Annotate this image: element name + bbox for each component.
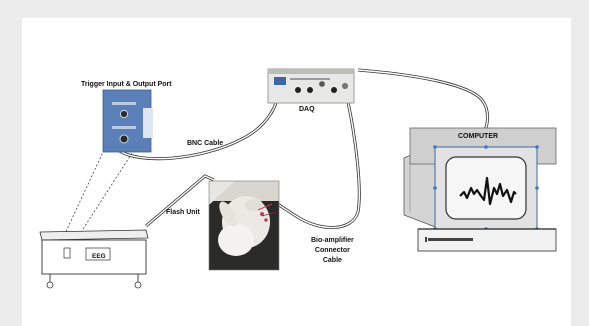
computer [403,127,557,252]
eeg-label: EEG [92,253,106,260]
bnc-cable-label: BNC Cable [187,140,224,147]
daq-computer-cable [357,68,489,133]
bio-amplifier-label-line2: Connector [314,247,350,254]
trigger-port-label: Trigger Input & Output Port [81,81,172,88]
eeg-waveform [459,176,517,206]
bio-amplifier-label-line3: Cable [322,257,342,264]
computer-label: COMPUTER [458,133,499,140]
bio-amplifier-label-line1: Bio-amplifier [311,237,354,244]
bio-amplifier-cable [273,101,361,229]
rabbit-photo [208,180,280,271]
projection-line-left [61,149,105,241]
bio-amplifier-label: Bio-amplifier Connector Cable [311,236,354,266]
projection-line-right [75,149,135,241]
flash-unit-arm [145,174,215,228]
trigger-port-panel [102,89,153,153]
daq-device [267,68,355,104]
eeg-cart [39,229,149,289]
flash-unit-label: Flash Unit [166,209,200,216]
daq-label: DAQ [299,106,315,113]
